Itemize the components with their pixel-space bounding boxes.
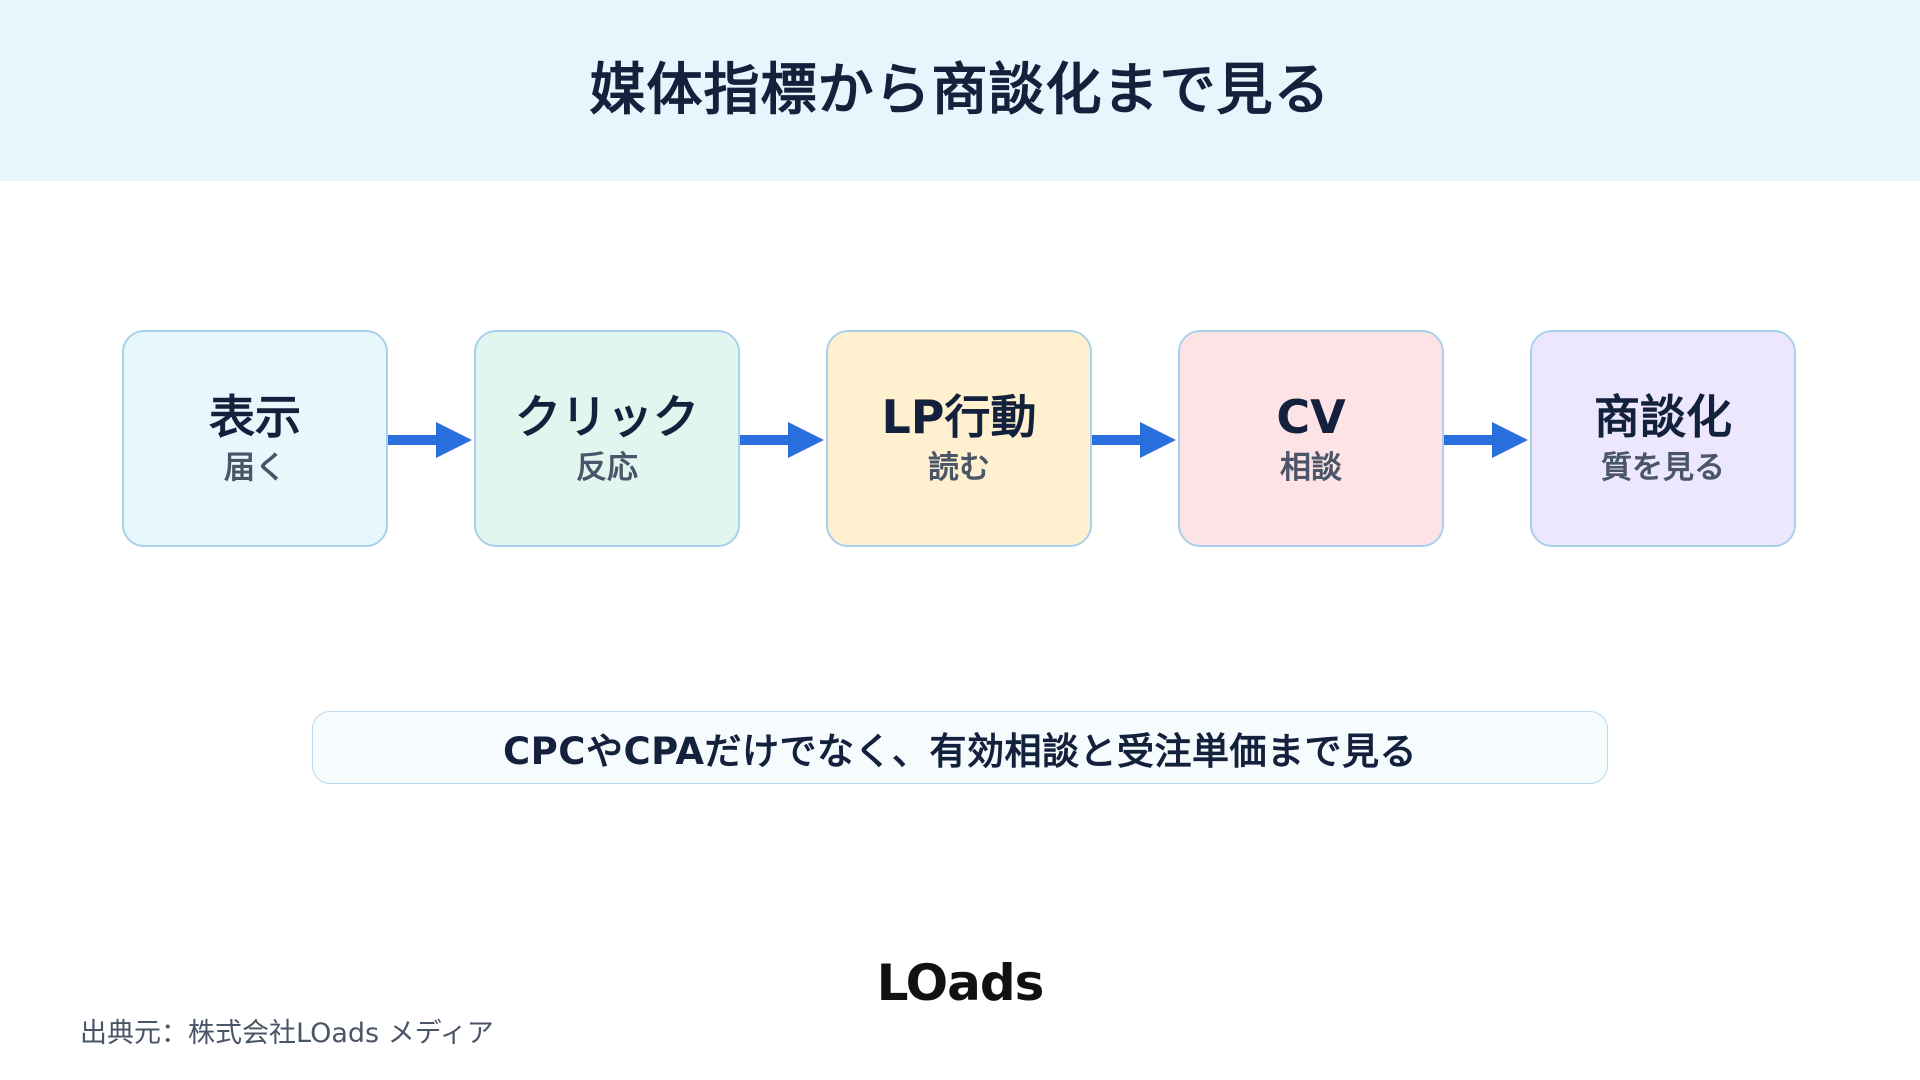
summary-note-text: CPCやCPAだけでなく、有効相談と受注単価まで見る bbox=[503, 729, 1417, 773]
step-label: 商談化 bbox=[1594, 390, 1732, 445]
page-title: 媒体指標から商談化まで見る bbox=[589, 57, 1331, 123]
flow-step-click: クリック 反応 bbox=[474, 330, 740, 547]
flow-step-lp-action: LP行動 読む bbox=[826, 330, 1092, 547]
step-label: 表示 bbox=[209, 390, 301, 445]
arrow-right-icon bbox=[1092, 422, 1176, 458]
arrow-right-icon bbox=[740, 422, 824, 458]
brand-logo: LOads bbox=[860, 950, 1060, 1016]
arrow-right-icon bbox=[1444, 422, 1528, 458]
step-sublabel: 届く bbox=[224, 449, 286, 486]
brand-logo-text: LOads bbox=[876, 954, 1045, 1012]
step-sublabel: 質を見る bbox=[1601, 449, 1725, 486]
header-banner: 媒体指標から商談化まで見る bbox=[0, 0, 1920, 181]
process-flow: 表示 届く クリック 反応 LP行動 読む CV 相談 商談化 質を見る bbox=[0, 330, 1920, 551]
step-label: LP行動 bbox=[881, 390, 1037, 445]
summary-note: CPCやCPAだけでなく、有効相談と受注単価まで見る bbox=[312, 711, 1608, 784]
flow-step-impression: 表示 届く bbox=[122, 330, 388, 547]
step-sublabel: 読む bbox=[928, 449, 990, 486]
step-sublabel: 相談 bbox=[1280, 449, 1342, 486]
arrow-right-icon bbox=[388, 422, 472, 458]
step-sublabel: 反応 bbox=[576, 449, 638, 486]
flow-step-deal: 商談化 質を見る bbox=[1530, 330, 1796, 547]
source-credit: 出典元：株式会社LOads メディア bbox=[80, 1018, 494, 1049]
flow-step-cv: CV 相談 bbox=[1178, 330, 1444, 547]
step-label: CV bbox=[1276, 390, 1346, 445]
step-label: クリック bbox=[515, 390, 699, 445]
